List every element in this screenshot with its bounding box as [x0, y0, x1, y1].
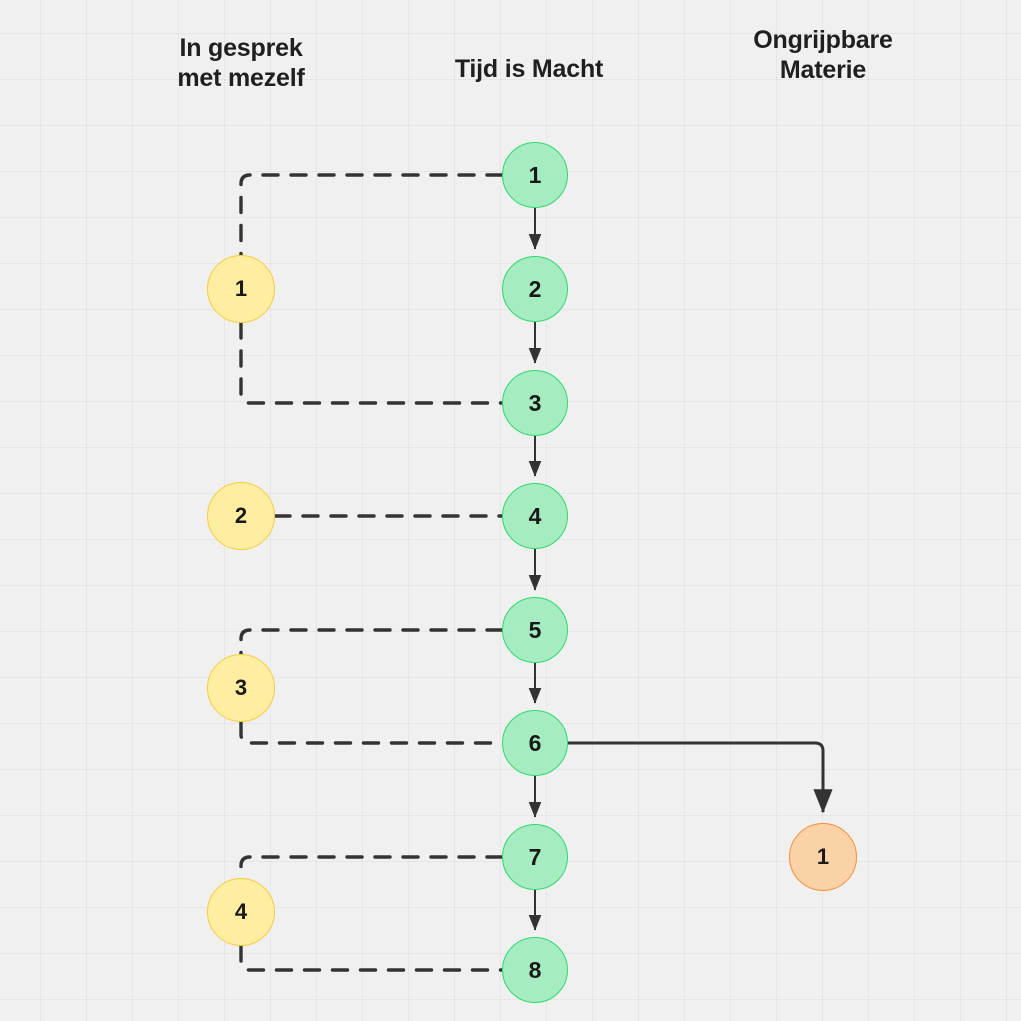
node-green-5[interactable]: 5: [502, 597, 568, 663]
node-green-6-label: 6: [528, 729, 542, 756]
node-orange-1[interactable]: 1: [789, 823, 857, 891]
node-green-4-label: 4: [528, 502, 542, 529]
dashed-edges-yellow-4: [239, 855, 504, 972]
edge-yellow-4-green-7: [239, 855, 504, 880]
node-green-6[interactable]: 6: [502, 710, 568, 776]
node-green-1-label: 1: [528, 161, 542, 188]
node-green-5-label: 5: [528, 616, 542, 643]
node-green-4[interactable]: 4: [502, 483, 568, 549]
node-green-2-label: 2: [528, 275, 542, 302]
dashed-edges-yellow-3: [239, 628, 504, 745]
node-yellow-4-label: 4: [234, 899, 248, 924]
edge-yellow-1-green-1: [239, 173, 504, 257]
lane-title-tijd-is-macht: Tijd is Macht: [454, 55, 604, 83]
node-green-8-label: 8: [528, 956, 542, 983]
lane-title-ongrijpbare-materie: Ongrijpbare Materie: [753, 26, 893, 84]
lane-title-in-gesprek-met-mezelf: In gesprek met mezelf: [177, 34, 305, 92]
node-yellow-4[interactable]: 4: [207, 878, 275, 946]
edge-yellow-1-green-3: [239, 321, 504, 405]
node-green-3-label: 3: [528, 389, 542, 416]
dashed-edges-yellow-1: [239, 173, 504, 405]
node-green-8[interactable]: 8: [502, 937, 568, 1003]
edge-yellow-3-green-6: [239, 720, 504, 745]
node-green-7[interactable]: 7: [502, 824, 568, 890]
edge-green-6-orange-1: [568, 741, 833, 814]
solid-edge-green-6-orange-1: [568, 741, 833, 814]
node-orange-1-label: 1: [816, 844, 830, 869]
node-yellow-2-label: 2: [234, 503, 248, 528]
edge-yellow-4-green-8: [239, 944, 504, 972]
node-yellow-1[interactable]: 1: [207, 255, 275, 323]
node-yellow-3[interactable]: 3: [207, 654, 275, 722]
node-yellow-2[interactable]: 2: [207, 482, 275, 550]
node-yellow-3-label: 3: [234, 675, 248, 700]
node-green-7-label: 7: [528, 843, 542, 870]
edge-yellow-3-green-5: [239, 628, 504, 656]
node-yellow-1-label: 1: [234, 276, 248, 301]
node-green-3[interactable]: 3: [502, 370, 568, 436]
node-green-1[interactable]: 1: [502, 142, 568, 208]
node-green-2[interactable]: 2: [502, 256, 568, 322]
